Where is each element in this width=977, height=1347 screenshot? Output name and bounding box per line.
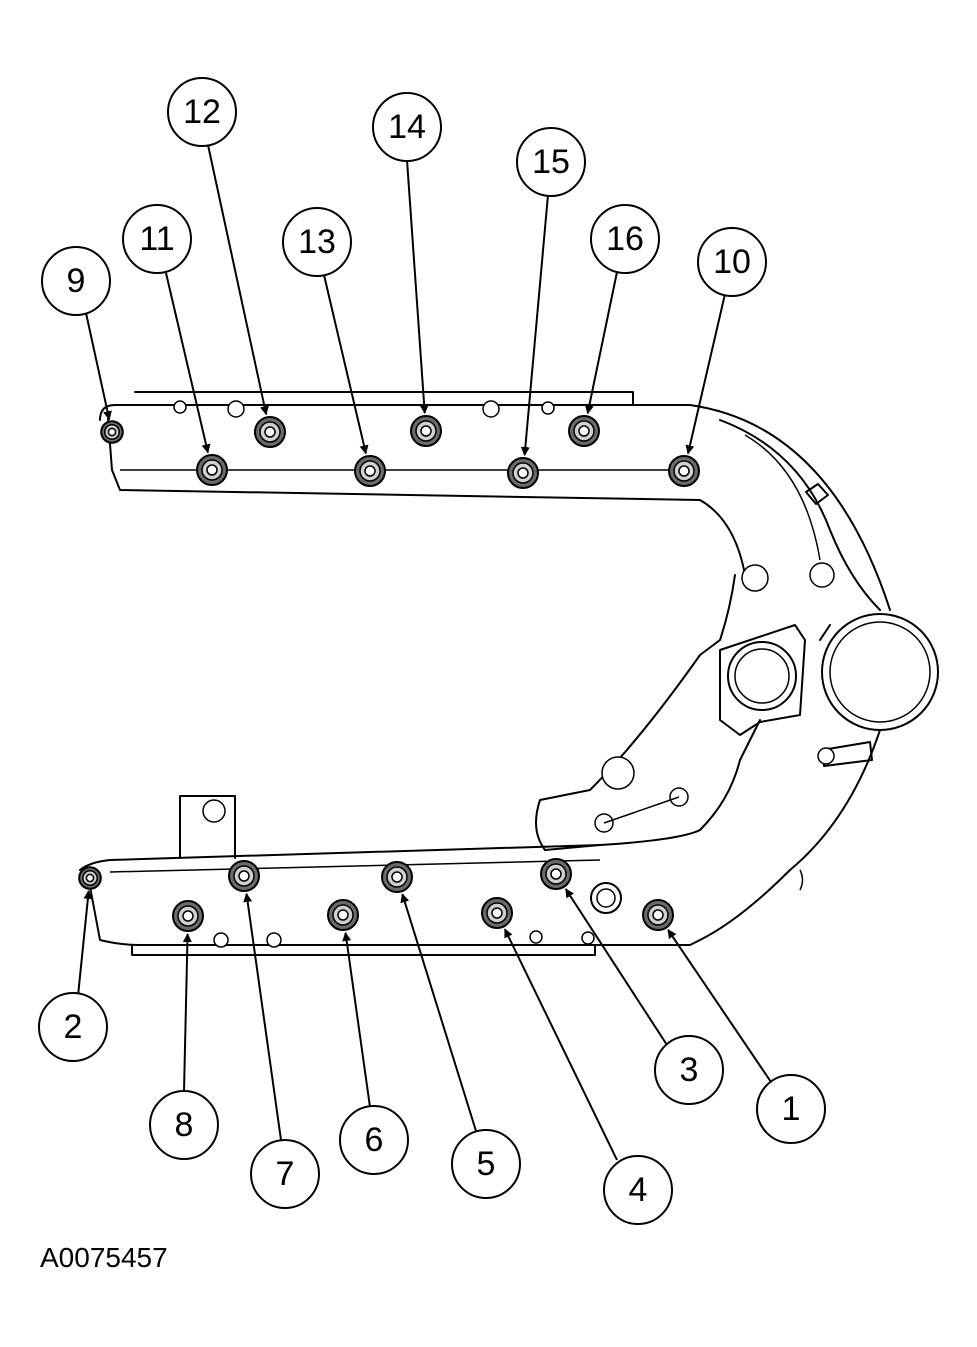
callout-label: 15 [532, 143, 570, 181]
callout-label: 16 [606, 220, 644, 258]
callout-6: 6 [339, 1105, 409, 1175]
callout-label: 11 [139, 220, 174, 258]
callout-9: 9 [41, 246, 111, 316]
callout-10: 10 [697, 227, 767, 297]
leader-arrow-12 [207, 144, 269, 416]
callout-circle [590, 204, 660, 274]
callout-label: 4 [629, 1171, 648, 1209]
callout-label: 10 [713, 243, 751, 281]
leader-arrow-15 [520, 194, 549, 456]
callout-12: 12 [167, 77, 237, 147]
bolt-7 [228, 860, 260, 892]
callout-label: 7 [276, 1155, 295, 1193]
callout-1: 1 [756, 1074, 826, 1144]
callout-circle [122, 204, 192, 274]
leader-arrow-10 [685, 293, 726, 455]
leader-arrow-9 [85, 312, 112, 421]
callout-label: 9 [67, 262, 86, 300]
callout-circle [250, 1139, 320, 1209]
callout-label: 14 [388, 108, 426, 146]
leader-arrow-11 [165, 272, 211, 454]
leader-arrow-3 [564, 888, 668, 1046]
leader-arrow-14 [406, 159, 429, 414]
callout-label: 6 [365, 1121, 384, 1159]
callout-circle [167, 77, 237, 147]
callout-circle [516, 127, 586, 197]
callout-circle [372, 92, 442, 162]
bolt-10 [668, 455, 700, 487]
bolt-6 [327, 899, 359, 931]
callout-circle [756, 1074, 826, 1144]
callout-circle [149, 1090, 219, 1160]
callout-circle [697, 227, 767, 297]
callout-13: 13 [282, 207, 352, 277]
bolt-14 [410, 415, 442, 447]
callout-2: 2 [38, 992, 108, 1062]
bolt-group [78, 415, 700, 932]
callout-circle [654, 1035, 724, 1105]
callout-4: 4 [603, 1155, 673, 1225]
callout-11: 11 [122, 204, 192, 274]
bolt-9 [100, 420, 124, 444]
callout-16: 16 [590, 204, 660, 274]
leader-arrow-8 [182, 933, 192, 1092]
callout-circle [603, 1155, 673, 1225]
leader-arrow-13 [323, 274, 369, 455]
bolt-12 [254, 416, 286, 448]
callout-circle [38, 992, 108, 1062]
bolt-11 [196, 454, 228, 486]
callout-circle [41, 246, 111, 316]
callout-label: 8 [175, 1106, 194, 1144]
callout-circle [339, 1105, 409, 1175]
leader-arrow-16 [584, 271, 618, 415]
bolt-16 [568, 415, 600, 447]
bolt-3 [540, 858, 572, 890]
callout-label: 1 [782, 1090, 801, 1128]
leader-arrow-4 [503, 928, 618, 1161]
callout-14: 14 [372, 92, 442, 162]
callout-label: 2 [64, 1008, 83, 1046]
callout-5: 5 [451, 1129, 521, 1199]
bolt-15 [507, 457, 539, 489]
leader-arrow-5 [400, 893, 477, 1132]
leader-arrow-2 [77, 889, 93, 997]
bolt-2 [78, 866, 102, 890]
bolt-13 [354, 455, 386, 487]
callout-circle [451, 1129, 521, 1199]
callout-label: 5 [477, 1145, 496, 1183]
callout-15: 15 [516, 127, 586, 197]
bolt-5 [381, 861, 413, 893]
bolt-8 [172, 900, 204, 932]
figure-id: A0075457 [40, 1242, 168, 1273]
manifold-outline [79, 391, 939, 956]
leader-arrow-7 [243, 892, 282, 1141]
bolt-4 [481, 897, 513, 929]
leader-arrows [77, 144, 772, 1161]
callout-8: 8 [149, 1090, 219, 1160]
callout-label: 13 [298, 223, 336, 261]
callout-label: 3 [680, 1051, 699, 1089]
leader-arrow-6 [342, 931, 371, 1108]
callout-label: 12 [183, 93, 221, 131]
callout-3: 3 [654, 1035, 724, 1105]
bolt-1 [642, 899, 674, 931]
callout-7: 7 [250, 1139, 320, 1209]
callout-circle [282, 207, 352, 277]
leader-arrow-1 [667, 929, 772, 1083]
